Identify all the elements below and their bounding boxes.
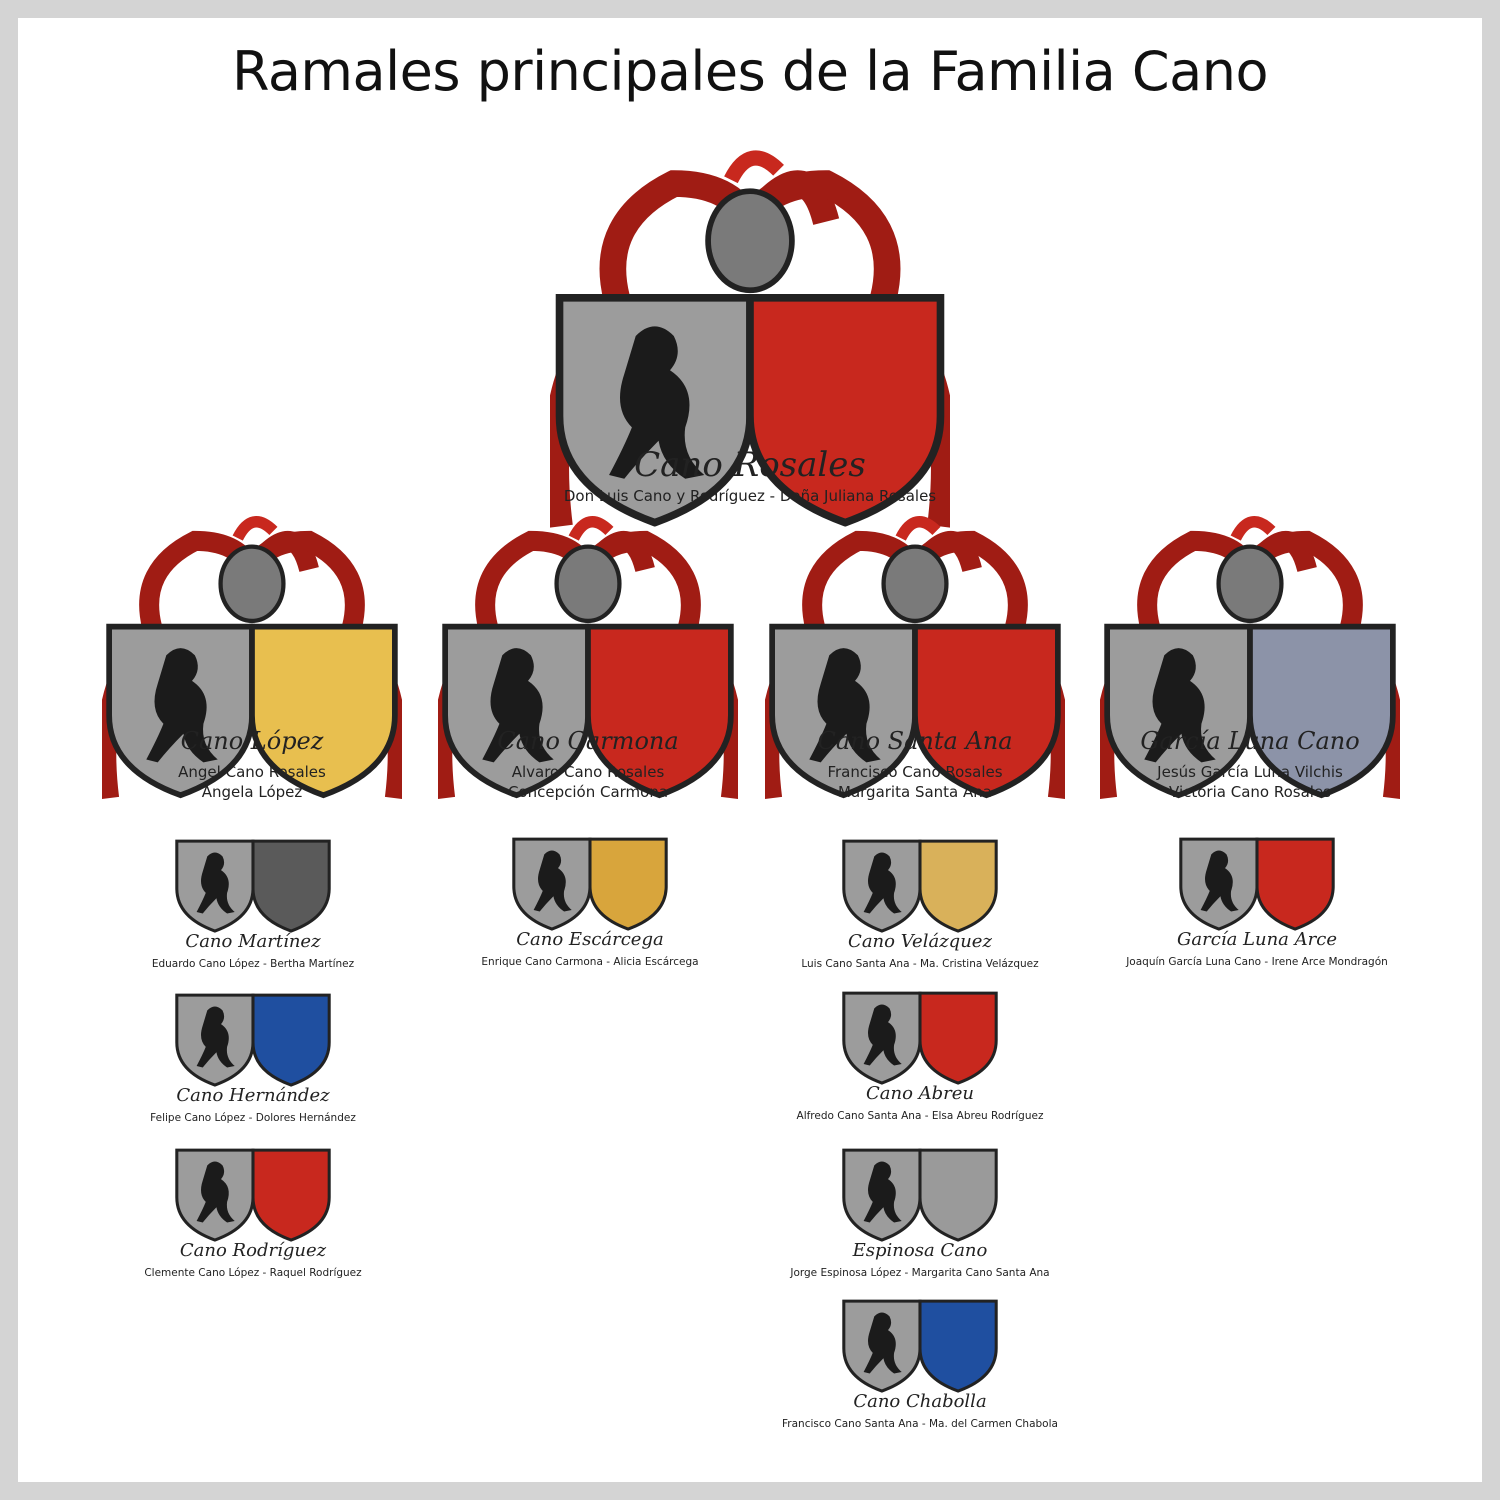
branch-coat-of-arms (96, 512, 408, 827)
branch-husband: Angel Cano Rosales (178, 763, 326, 781)
sub-branch-couple: Felipe Cano López - Dolores Hernández (150, 1112, 356, 1124)
sub-branch-coat-of-arms (173, 838, 333, 937)
sub-branch-couple: Alfredo Cano Santa Ana - Elsa Abreu Rodr… (796, 1110, 1044, 1122)
branch-wife: Victoria Cano Rosales (1169, 783, 1331, 801)
sub-branch-coat-of-arms (840, 990, 1000, 1089)
sub-branch-surname: Cano Escárcega (516, 929, 664, 950)
branch-wife: Margarita Santa Ana (838, 783, 992, 801)
sub-branch-couple: Clemente Cano López - Raquel Rodríguez (144, 1267, 362, 1279)
root-coat-of-arms (542, 145, 958, 565)
sub-branch-coat-of-arms (840, 838, 1000, 937)
sub-branch-surname: García Luna Arce (1177, 929, 1337, 950)
branch-husband: Jesús García Luna Vilchis (1157, 763, 1343, 781)
sub-branch-coat-of-arms (173, 992, 333, 1091)
branch-surname: Cano López (180, 727, 324, 755)
sub-branch-surname: Cano Martínez (185, 931, 321, 952)
sub-branch-surname: Cano Chabolla (853, 1391, 987, 1412)
root-surname: Cano Rosales (634, 445, 866, 485)
sub-branch-surname: Cano Velázquez (848, 931, 992, 952)
sub-branch-coat-of-arms (173, 1147, 333, 1246)
sub-branch-surname: Cano Abreu (865, 1083, 975, 1104)
sub-branch-coat-of-arms (510, 836, 670, 935)
sub-branch-couple: Francisco Cano Santa Ana - Ma. del Carme… (782, 1418, 1058, 1430)
branch-husband: Francisco Cano Rosales (827, 763, 1003, 781)
branch-coat-of-arms (759, 512, 1071, 827)
sub-branch-couple: Joaquín García Luna Cano - Irene Arce Mo… (1126, 956, 1388, 968)
sub-branch-surname: Espinosa Cano (852, 1240, 988, 1261)
branch-coat-of-arms (1094, 512, 1406, 827)
sub-branch-coat-of-arms (840, 1298, 1000, 1397)
sub-branch-surname: Cano Rodríguez (179, 1240, 327, 1261)
sub-branch-surname: Cano Hernández (176, 1085, 330, 1106)
branch-coat-of-arms (432, 512, 744, 827)
branch-surname: Cano Santa Ana (817, 727, 1013, 755)
root-couple: Don Luis Cano y Rodríguez - Doña Juliana… (563, 487, 937, 505)
branch-wife: Angela López (201, 783, 303, 801)
sub-branch-couple: Luis Cano Santa Ana - Ma. Cristina Veláz… (801, 958, 1039, 970)
branch-surname: Cano Carmona (497, 727, 679, 755)
sub-branch-couple: Eduardo Cano López - Bertha Martínez (151, 958, 355, 970)
sub-branch-coat-of-arms (1177, 836, 1337, 935)
sub-branch-couple: Enrique Cano Carmona - Alicia Escárcega (481, 956, 699, 968)
branch-surname: García Luna Cano (1140, 727, 1360, 755)
branch-wife: Concepción Carmona (507, 783, 669, 801)
page-title: Ramales principales de la Familia Cano (232, 40, 1268, 103)
branch-husband: Alvaro Cano Rosales (511, 763, 665, 781)
sub-branch-coat-of-arms (840, 1147, 1000, 1246)
sub-branch-couple: Jorge Espinosa López - Margarita Cano Sa… (790, 1267, 1050, 1279)
